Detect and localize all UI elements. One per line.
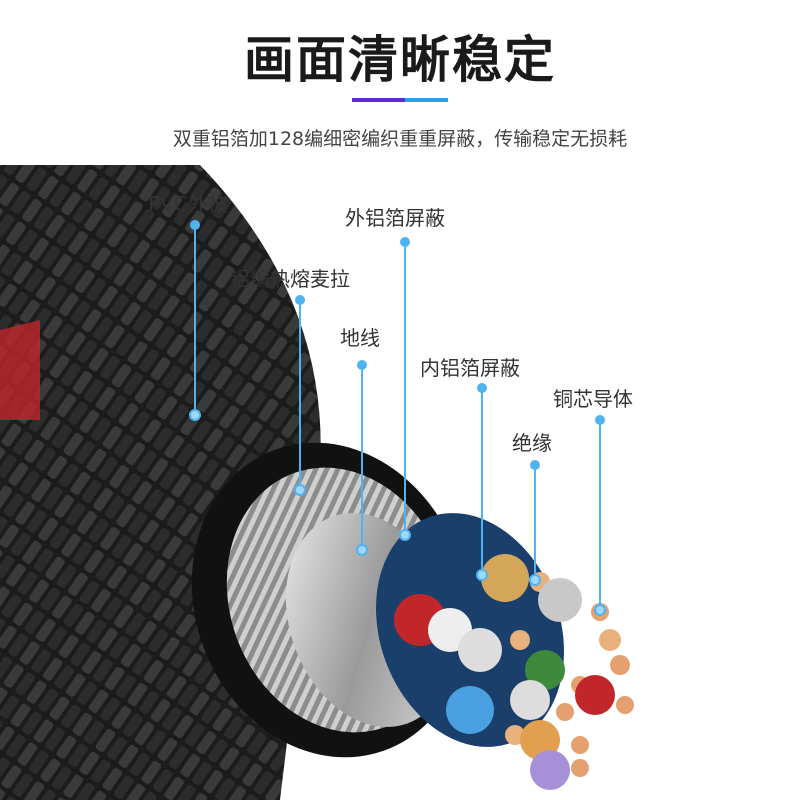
label-ground: 地线 [340,326,380,350]
conductor-wires [394,554,634,790]
label-inner-foil: 内铝箔屏蔽 [420,356,520,380]
title-underline [352,98,448,102]
label-insulation: 绝缘 [512,431,552,455]
leader-lines [189,220,606,616]
subtitle: 双重铝箔加128编细密编织重重屏蔽，传输稳定无损耗 [172,128,628,150]
label-outer-foil: 外铝箔屏蔽 [345,206,445,230]
label-copper: 铜芯导体 [553,387,633,411]
page-title: 画面清晰稳定 [244,31,556,89]
label-pvc-jacket: PVC外被 [148,192,228,216]
label-braid: 铝编热熔麦拉 [230,267,350,291]
